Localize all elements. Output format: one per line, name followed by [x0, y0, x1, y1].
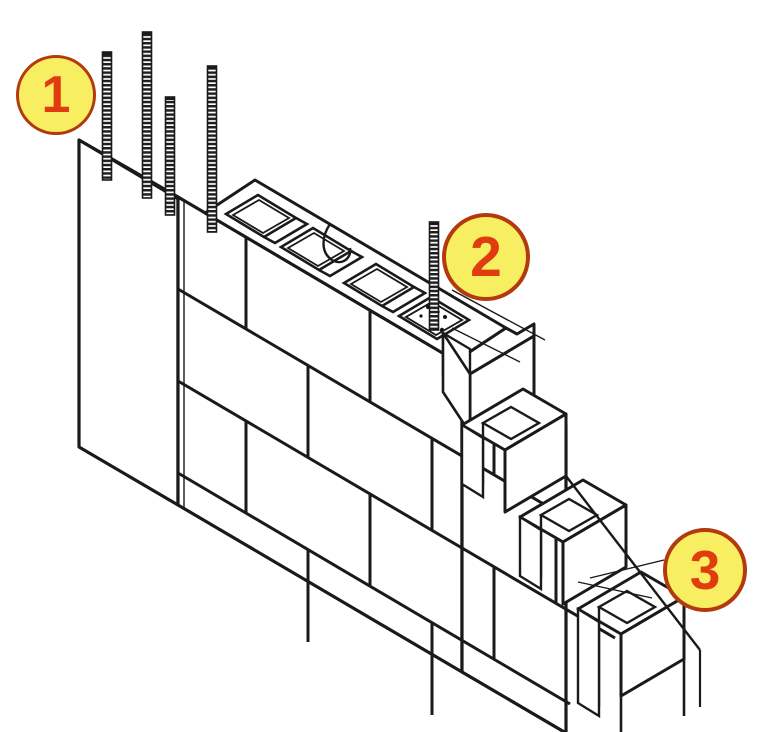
step-block-bottom: [576, 570, 702, 732]
leader-line-3a: [589, 559, 665, 579]
wire-tie-hook: [322, 223, 352, 264]
rebar-1-bar: [101, 51, 113, 181]
rebar-4-bar: [206, 65, 218, 233]
callout-number-1: 1: [41, 66, 71, 124]
rebar-2-bar: [141, 31, 153, 199]
rebar-5-bar: [428, 221, 440, 331]
vertical-rebar-group: [101, 31, 440, 331]
rebar-3-bar: [164, 96, 176, 216]
leader-line-2b: [451, 327, 521, 363]
step-block-lower: [518, 478, 628, 606]
callout-number-2: 2: [470, 224, 502, 289]
callout-marker-1[interactable]: 1: [16, 55, 96, 135]
leader-lines: [451, 289, 665, 599]
leader-line-3b: [577, 581, 653, 599]
leader-line-2a: [451, 289, 546, 341]
block-webs: [263, 216, 428, 314]
step-block-middle: [460, 387, 568, 514]
callout-marker-3[interactable]: 3: [663, 528, 747, 612]
callout-number-3: 3: [689, 538, 721, 601]
callout-marker-2[interactable]: 2: [442, 213, 530, 301]
